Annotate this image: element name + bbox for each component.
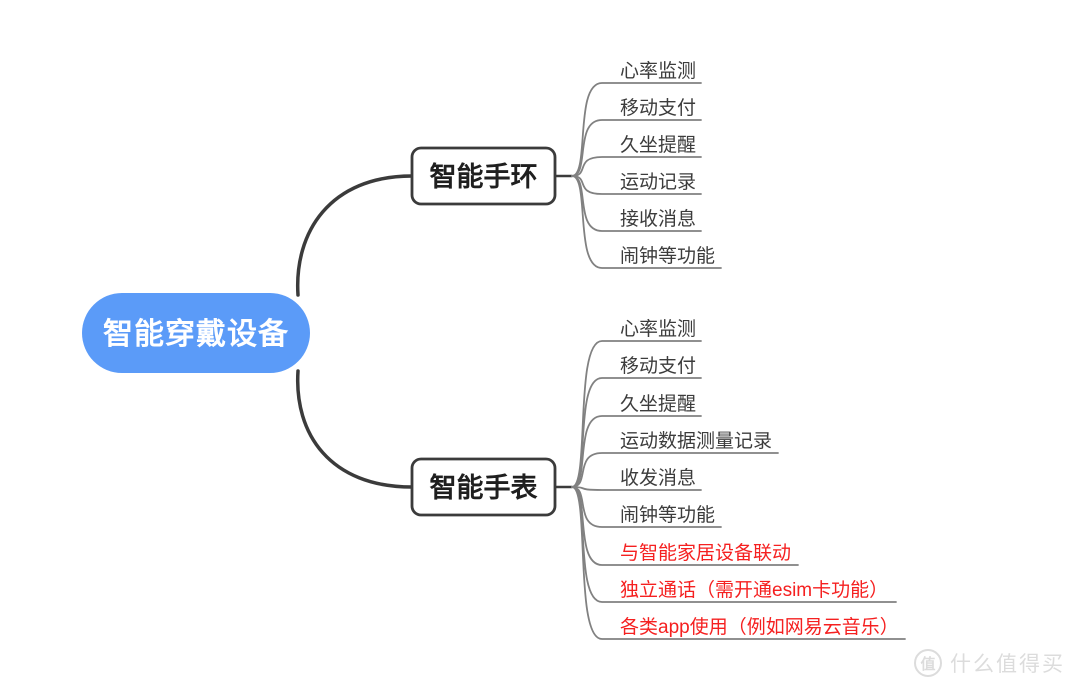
root-branch-curve-top [295, 174, 414, 297]
root-branch-curve-bottom [295, 369, 414, 489]
leaf-connector-line [571, 119, 702, 177]
leaf-label: 运动数据测量记录 [620, 430, 772, 452]
root-node-label: 智能穿戴设备 [103, 317, 289, 351]
leaf-label: 心率监测 [620, 60, 696, 82]
leaf-label: 与智能家居设备联动 [620, 542, 791, 564]
leaf-connector-line [571, 175, 702, 195]
leaf-label: 闹钟等功能 [620, 245, 715, 267]
watermark-text: 什么值得买 [950, 653, 1065, 676]
leaf-connector-line [571, 415, 702, 488]
leaf-connector-line [571, 156, 702, 177]
branch-node-label: 智能手表 [430, 472, 538, 503]
leaf-label: 久坐提醒 [620, 134, 696, 156]
leaf-label: 独立通话（需开通esim卡功能） [620, 579, 888, 601]
leaf-label: 移动支付 [620, 355, 696, 377]
watermark-logo-circle [914, 649, 942, 677]
leaf-label: 各类app使用（例如网易云音乐） [620, 616, 899, 638]
leaf-label: 移动支付 [620, 97, 696, 119]
leaf-label: 接收消息 [620, 208, 696, 230]
branch-node-box [410, 146, 557, 206]
branch-node-box [410, 457, 557, 517]
leaf-connector-line [571, 82, 702, 177]
leaf-label: 运动记录 [620, 171, 696, 193]
leaf-label: 久坐提醒 [620, 393, 696, 415]
leaf-connector-line [571, 486, 906, 640]
leaf-label: 收发消息 [620, 467, 696, 489]
leaf-label: 闹钟等功能 [620, 504, 715, 526]
leaf-connector-line [571, 377, 702, 488]
leaf-connector-line [571, 452, 779, 488]
root-node-pill [82, 293, 310, 373]
watermark-logo-char: 值 [920, 655, 935, 673]
branch-node-label: 智能手环 [430, 161, 538, 192]
leaf-label: 心率监测 [620, 318, 696, 340]
leaf-connector-line [571, 175, 722, 269]
